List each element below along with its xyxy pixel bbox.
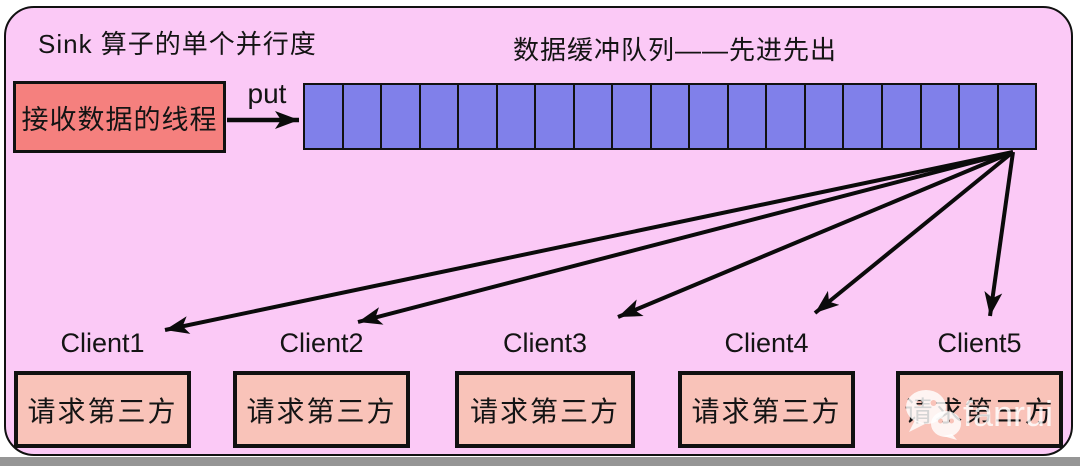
queue-cell <box>958 85 997 148</box>
client-box: 请求第三方 <box>896 371 1063 448</box>
queue-cell <box>765 85 804 148</box>
queue-cell <box>880 85 920 148</box>
queue-cell <box>688 85 727 148</box>
bottom-bar <box>0 457 1080 466</box>
client-label: Client5 <box>937 328 1022 358</box>
queue-cell <box>418 85 458 148</box>
queue-cell <box>495 85 535 148</box>
client-label: Client2 <box>279 328 364 358</box>
queue-cell <box>919 85 959 148</box>
panel-title: Sink 算子的单个并行度 <box>38 29 317 59</box>
client-box: 请求第三方 <box>14 371 191 448</box>
client-label: Client4 <box>724 328 809 358</box>
queue-cell <box>803 85 843 148</box>
queue-cell <box>457 85 496 148</box>
producer-box: 接收数据的线程 <box>13 81 226 153</box>
queue-cell <box>534 85 573 148</box>
queue-cell <box>726 85 766 148</box>
client-box: 请求第三方 <box>455 371 635 448</box>
client-label: Client1 <box>60 328 145 358</box>
queue-cell <box>649 85 689 148</box>
client-group: Client5 请求第三方 <box>896 328 1063 448</box>
queue-cell <box>572 85 612 148</box>
queue-cell <box>305 85 342 148</box>
client-group: Client2 请求第三方 <box>233 328 410 448</box>
queue-cell <box>996 85 1036 148</box>
queue-cell <box>842 85 881 148</box>
client-box-label: 请求第三方 <box>469 395 620 427</box>
client-group: Client4 请求第三方 <box>678 328 855 448</box>
client-group: Client3 请求第三方 <box>455 328 635 448</box>
client-box: 请求第三方 <box>233 371 410 448</box>
client-box-label: 请求第三方 <box>246 395 397 427</box>
client-label: Client3 <box>502 328 588 358</box>
queue-cell <box>380 85 419 148</box>
put-label: put <box>247 78 287 109</box>
client-box-label: 请求第三方 <box>904 395 1055 427</box>
producer-label: 接收数据的线程 <box>21 104 218 135</box>
client-group: Client1 请求第三方 <box>14 328 191 448</box>
client-box-label: 请求第三方 <box>691 395 842 427</box>
client-box: 请求第三方 <box>678 371 855 448</box>
queue-cell <box>611 85 650 148</box>
queue-cell <box>341 85 381 148</box>
client-box-label: 请求第三方 <box>27 395 178 427</box>
queue-title: 数据缓冲队列——先进先出 <box>512 35 837 65</box>
buffer-queue <box>303 83 1037 150</box>
